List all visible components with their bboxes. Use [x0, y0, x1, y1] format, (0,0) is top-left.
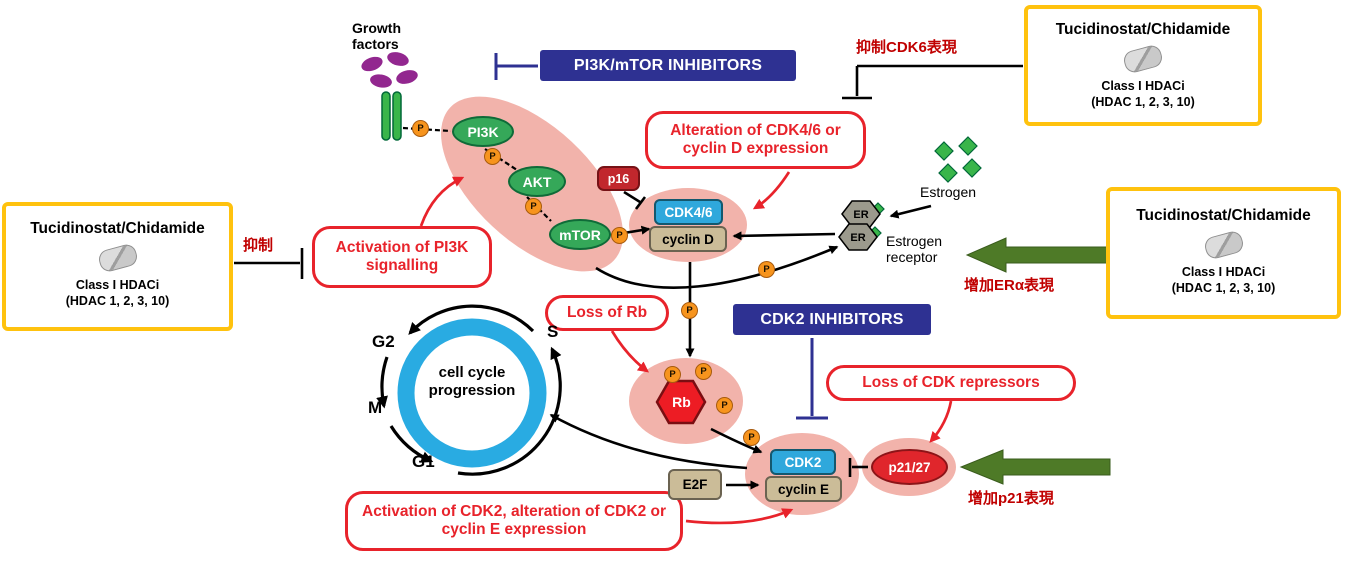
annotation-inhibit: 抑制	[243, 237, 274, 254]
phospho-p-icon: P	[716, 397, 733, 414]
node-cyclin-d: cyclin D	[649, 226, 727, 252]
annotation-inhibit-cdk6: 抑制CDK6表現	[856, 39, 957, 56]
growth-factor-receptor	[381, 91, 402, 141]
estrogen-receptor-label: Estrogen receptor	[886, 233, 943, 266]
drug-title: Tucidinostat/Chidamide	[1055, 21, 1231, 38]
growth-factor-ligands	[361, 52, 418, 88]
node-e2f: E2F	[668, 469, 722, 500]
drug-class-line1: Class I HDACi	[1101, 79, 1185, 93]
node-er-bottom: ER	[850, 231, 866, 244]
node-p21-27: p21/27	[871, 449, 948, 485]
phospho-p-icon: P	[743, 429, 760, 446]
cell-cycle-center-label: cell cycle progression	[428, 364, 516, 399]
annotation-increase-p21: 增加p21表現	[968, 490, 1054, 507]
node-pi3k: PI3K	[452, 116, 514, 147]
drug-box-top: Tucidinostat/Chidamide Class I HDACi (HD…	[1024, 5, 1262, 126]
phospho-p-icon: P	[484, 148, 501, 165]
cell-cycle-arrows	[376, 304, 562, 476]
black-inhibition-tees	[234, 64, 1023, 477]
black-arrows	[549, 204, 932, 490]
pill-icon	[1121, 43, 1165, 75]
node-er-top: ER	[853, 208, 869, 221]
node-rb: Rb	[672, 394, 691, 410]
phospho-p-icon: P	[664, 366, 681, 383]
pill-icon	[96, 242, 139, 274]
callout-loss-of-rb: Loss of Rb	[545, 295, 669, 331]
phase-m-label: M	[368, 398, 383, 417]
green-block-arrows	[959, 237, 1111, 485]
phase-g1-label: G1	[412, 452, 435, 471]
phospho-p-icon: P	[611, 227, 628, 244]
phospho-p-icon: P	[525, 198, 542, 215]
drug-class-line2: (HDAC 1, 2, 3, 10)	[65, 294, 170, 309]
drug-class-line2: (HDAC 1, 2, 3, 10)	[1091, 95, 1195, 110]
pi3k-mtor-inhibitors-banner: PI3K/mTOR INHIBITORS	[540, 50, 796, 81]
node-p16: p16	[597, 166, 640, 191]
phospho-p-icon: P	[681, 302, 698, 319]
estrogen-receptor-hexagons	[838, 200, 881, 251]
callout-activation-pi3k: Activation of PI3K signalling	[312, 226, 492, 288]
phase-g2-label: G2	[372, 332, 395, 351]
node-mtor: mTOR	[549, 219, 611, 250]
phospho-p-icon: P	[758, 261, 775, 278]
phospho-p-icon: P	[695, 363, 712, 380]
drug-class-line2: (HDAC 1, 2, 3, 10)	[1171, 281, 1276, 296]
node-akt: AKT	[508, 166, 566, 197]
phospho-p-icon: P	[412, 120, 429, 137]
callout-activation-cdk2: Activation of CDK2, alteration of CDK2 o…	[345, 491, 683, 551]
blue-inhibition-tees	[494, 53, 828, 420]
annotation-increase-era: 增加ERα表現	[964, 277, 1055, 294]
drug-box-middle: Tucidinostat/Chidamide Class I HDACi (HD…	[1106, 187, 1341, 319]
estrogen-ligands	[868, 136, 982, 240]
node-cyclin-e: cyclin E	[765, 476, 842, 502]
drug-class-line1: Class I HDACi	[1181, 265, 1266, 279]
red-arrows	[419, 171, 953, 525]
growth-factors-label: Growth factors	[352, 20, 401, 53]
drug-class-line1: Class I HDACi	[75, 278, 160, 292]
pill-icon	[1202, 229, 1245, 261]
callout-loss-of-cdk-repressors: Loss of CDK repressors	[826, 365, 1076, 401]
drug-box-left: Tucidinostat/Chidamide Class I HDACi (HD…	[2, 202, 233, 331]
cdk2-inhibitors-banner: CDK2 INHIBITORS	[733, 304, 931, 335]
estrogen-label: Estrogen	[920, 184, 977, 200]
cell-cycle-ring	[397, 318, 547, 468]
drug-title: Tucidinostat/Chidamide	[1136, 207, 1311, 224]
node-cdk2: CDK2	[770, 449, 836, 475]
phase-s-label: S	[547, 322, 559, 341]
node-cdk4-6: CDK4/6	[654, 199, 723, 225]
callout-alteration-cdk46: Alteration of CDK4/6 or cyclin D express…	[645, 111, 866, 169]
drug-title: Tucidinostat/Chidamide	[30, 220, 205, 237]
